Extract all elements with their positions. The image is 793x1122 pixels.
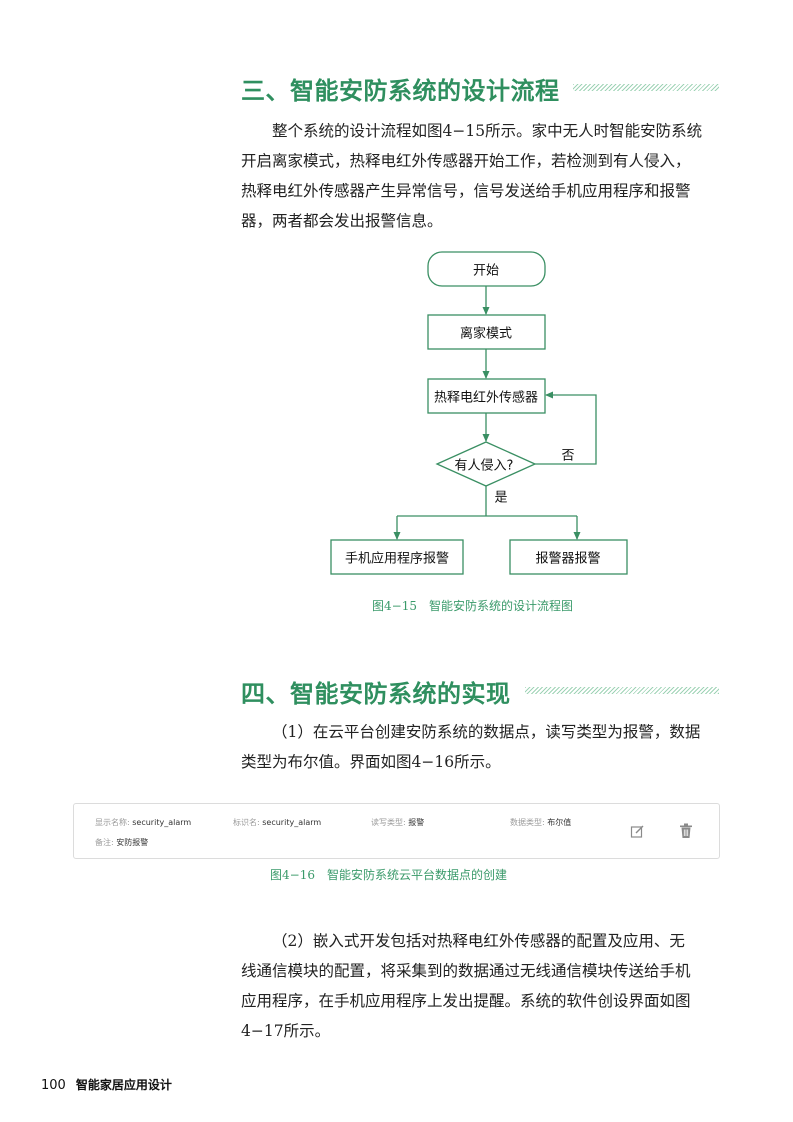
flowchart-graphic bbox=[330, 251, 628, 575]
data-type-label: 数据类型: bbox=[510, 818, 545, 827]
start-label: 开始 bbox=[472, 263, 500, 279]
para-line: 4−17所示。 bbox=[241, 1022, 331, 1040]
section-heading-implementation: 四、智能安防系统的实现 bbox=[241, 673, 719, 709]
note-field: 备注: 安防报警 bbox=[95, 837, 148, 848]
yes-label: 是 bbox=[494, 490, 508, 506]
app-alarm-box bbox=[330, 539, 464, 575]
section4-paragraph-2: （2）嵌入式开发包括对热释电红外传感器的配置及应用、无 线通信模块的配置，将采集… bbox=[241, 926, 719, 1046]
section-heading-text: 三、智能安防系统的设计流程 bbox=[241, 76, 560, 105]
para-line: 器，两者都会发出报警信息。 bbox=[241, 212, 443, 230]
rw-type-value: 报警 bbox=[408, 818, 425, 827]
section-heading-design-flow: 三、智能安防系统的设计流程 bbox=[241, 70, 719, 106]
datapoint-card: 显示名称: security_alarm 标识名: security_alarm… bbox=[73, 803, 720, 859]
identifier-label: 标识名: bbox=[233, 818, 260, 827]
para-line: 整个系统的设计流程如图4−15所示。家中无人时智能安防系统 bbox=[272, 122, 703, 140]
section4-paragraph-1: （1）在云平台创建安防系统的数据点，读写类型为报警，数据 类型为布尔值。界面如图… bbox=[241, 717, 719, 777]
heading-decoration-line bbox=[573, 84, 719, 91]
identifier-field: 标识名: security_alarm bbox=[233, 817, 321, 828]
page-number: 100 bbox=[41, 1078, 66, 1093]
identifier-value: security_alarm bbox=[262, 818, 322, 827]
book-title: 智能家居应用设计 bbox=[75, 1078, 172, 1092]
note-label: 备注: bbox=[95, 838, 114, 847]
section-heading-text: 四、智能安防系统的实现 bbox=[241, 679, 511, 708]
rw-type-field: 读写类型: 报警 bbox=[371, 817, 424, 828]
data-type-field: 数据类型: 布尔值 bbox=[510, 817, 571, 828]
alarm-device-label: 报警器报警 bbox=[535, 551, 601, 567]
para-line: 线通信模块的配置，将采集到的数据通过无线通信模块传送给手机 bbox=[241, 962, 691, 980]
trash-icon[interactable] bbox=[679, 823, 693, 843]
decision-label: 有人侵入? bbox=[454, 458, 514, 474]
rw-type-label: 读写类型: bbox=[371, 818, 406, 827]
away-mode-box bbox=[427, 314, 546, 350]
para-line: 热释电红外传感器产生异常信号，信号发送给手机应用程序和报警 bbox=[241, 182, 691, 200]
para-line: （2）嵌入式开发包括对热释电红外传感器的配置及应用、无 bbox=[272, 932, 685, 950]
page-footer: 100 智能家居应用设计 bbox=[41, 1076, 172, 1093]
note-value: 安防报警 bbox=[116, 838, 149, 847]
app-alarm-label: 手机应用程序报警 bbox=[344, 551, 450, 567]
display-name-field: 显示名称: security_alarm bbox=[95, 817, 191, 828]
edit-icon[interactable] bbox=[630, 824, 645, 843]
alarm-device-box bbox=[509, 539, 628, 575]
arrow-no-loop bbox=[535, 391, 597, 465]
para-line: （1）在云平台创建安防系统的数据点，读写类型为报警，数据 bbox=[272, 723, 701, 741]
sensor-label: 热释电红外传感器 bbox=[433, 390, 539, 406]
heading-decoration-line bbox=[525, 687, 719, 694]
sensor-box bbox=[427, 378, 546, 414]
para-line: 类型为布尔值。界面如图4−16所示。 bbox=[241, 753, 501, 771]
para-line: 开启离家模式，热释电红外传感器开始工作，若检测到有人侵入， bbox=[241, 152, 691, 170]
figure-caption-4-15: 图4−15 智能安防系统的设计流程图 bbox=[372, 599, 573, 613]
figure-caption-4-16: 图4−16 智能安防系统云平台数据点的创建 bbox=[270, 868, 507, 882]
no-label: 否 bbox=[561, 448, 575, 464]
section3-paragraph: 整个系统的设计流程如图4−15所示。家中无人时智能安防系统 开启离家模式，热释电… bbox=[241, 116, 719, 236]
para-line: 应用程序，在手机应用程序上发出提醒。系统的软件创设界面如图 bbox=[241, 992, 691, 1010]
display-name-label: 显示名称: bbox=[95, 818, 130, 827]
display-name-value: security_alarm bbox=[132, 818, 192, 827]
away-mode-label: 离家模式 bbox=[459, 326, 513, 342]
flowchart: 开始 离家模式 热释电红外传感器 有人侵入? 否 是 手机应用程序报警 报警器报… bbox=[320, 245, 640, 585]
data-type-value: 布尔值 bbox=[547, 818, 572, 827]
